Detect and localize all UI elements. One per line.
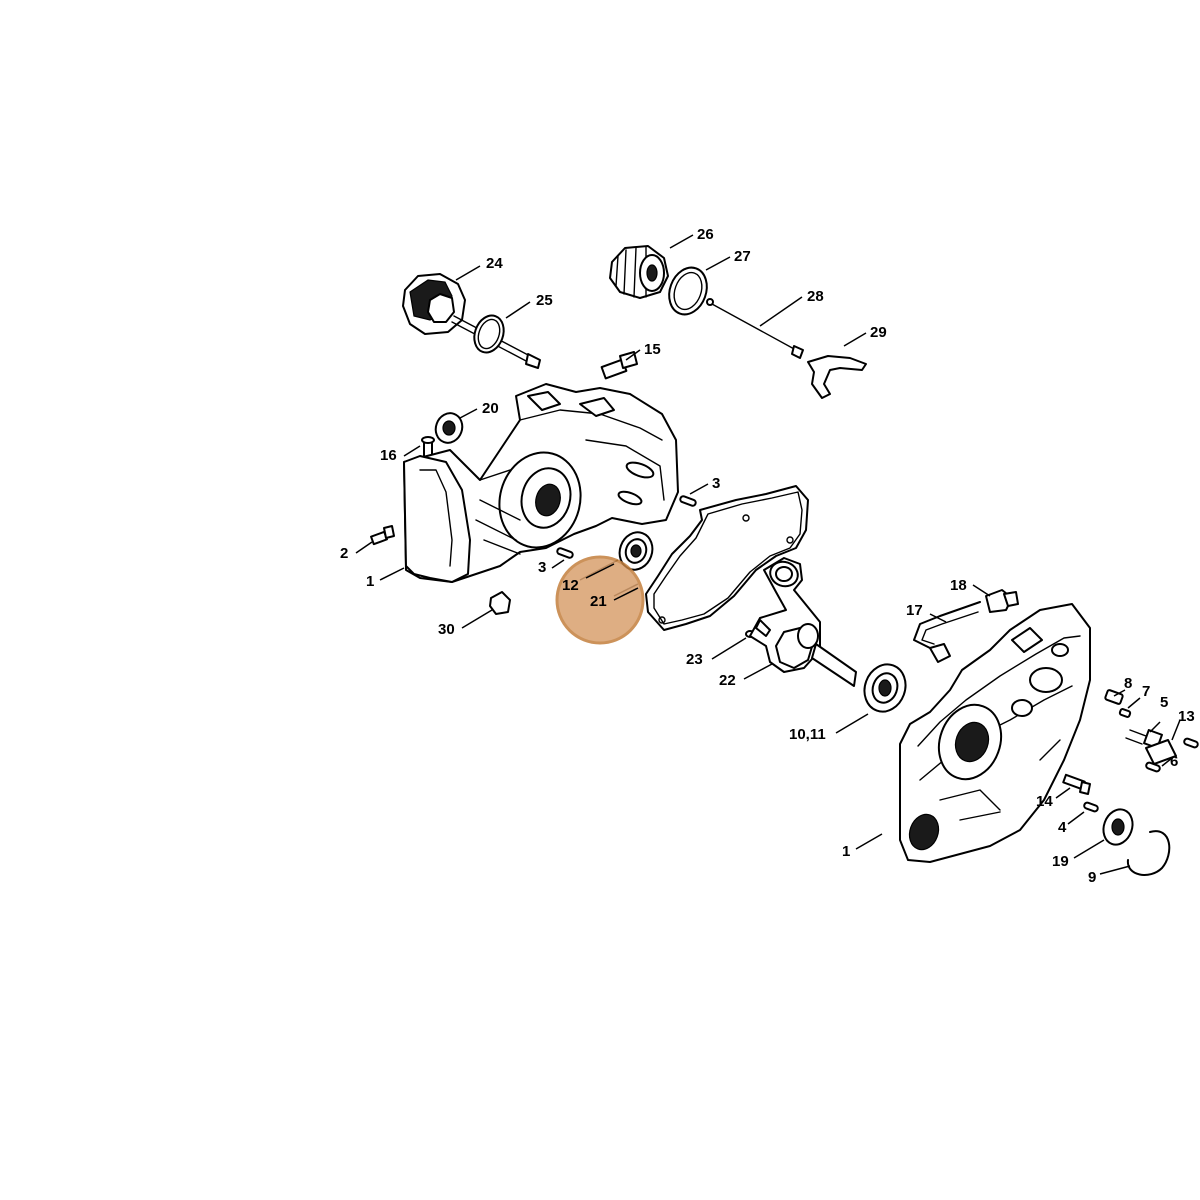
part-19-oil-seal [1102,808,1134,846]
callout-15: 15 [644,341,661,358]
part-30-plug [489,591,511,615]
callout-1-left: 1 [366,573,374,590]
part-3-pin-lower [556,547,574,559]
callout-23: 23 [686,651,703,668]
callout-29: 29 [870,324,887,341]
part-2-screw [370,525,395,546]
callout-18: 18 [950,577,967,594]
callout-17: 17 [906,602,923,619]
callout-30: 30 [438,621,455,638]
part-26-worm-gear [609,245,669,299]
part-18-valve [985,589,1019,613]
callout-1-right: 1 [842,843,850,860]
callout-2: 2 [340,545,348,562]
callout-27: 27 [734,248,751,265]
part-9-circlip [1126,830,1171,876]
callout-5: 5 [1160,694,1168,711]
part-1-crankcase-left [403,383,679,583]
part-6-pin [1145,761,1161,773]
callout-labels: 24 25 26 27 28 29 15 20 16 2 1 30 3 3 12… [340,226,1195,886]
callout-22: 22 [719,672,736,689]
callout-24: 24 [486,255,503,272]
callout-19: 19 [1052,853,1069,870]
callout-20: 20 [482,400,499,417]
part-10-11-ball-bearing [863,663,907,713]
part-20-oil-seal [434,412,464,444]
callout-26: 26 [697,226,714,243]
part-14-screw [1062,773,1091,795]
callout-12: 12 [562,577,579,594]
part-17-hose [913,601,981,663]
leader-lines [355,234,1181,875]
callout-16: 16 [380,447,397,464]
callout-8: 8 [1124,675,1132,692]
part-13-fitting [1145,739,1177,765]
part-1-crankcase-right [899,603,1091,863]
highlight-circle [555,555,645,645]
callout-25: 25 [536,292,553,309]
part-12-ball-bearing [618,531,654,571]
part-28-rod [706,298,804,359]
part-24-oil-pump [402,273,541,369]
callout-3-lower: 3 [538,559,546,576]
callout-9: 9 [1088,869,1096,886]
part-4-pin [1083,801,1099,813]
part-21-gasket [645,485,809,631]
callout-6: 6 [1170,753,1178,770]
callout-7: 7 [1142,683,1150,700]
callout-13: 13 [1178,708,1195,725]
part-27-ring [668,266,708,316]
callout-14: 14 [1036,793,1053,810]
callout-4: 4 [1058,819,1067,836]
callout-28: 28 [807,288,824,305]
part-29-lever [807,355,867,399]
part-7-pin [1118,708,1132,718]
part-3-pin-upper [679,495,697,507]
callout-3-upper: 3 [712,475,720,492]
callout-21: 21 [590,593,607,610]
part-25-o-ring [473,314,505,354]
part-22-crankshaft [749,557,857,687]
callout-10-11: 10,11 [789,726,826,743]
